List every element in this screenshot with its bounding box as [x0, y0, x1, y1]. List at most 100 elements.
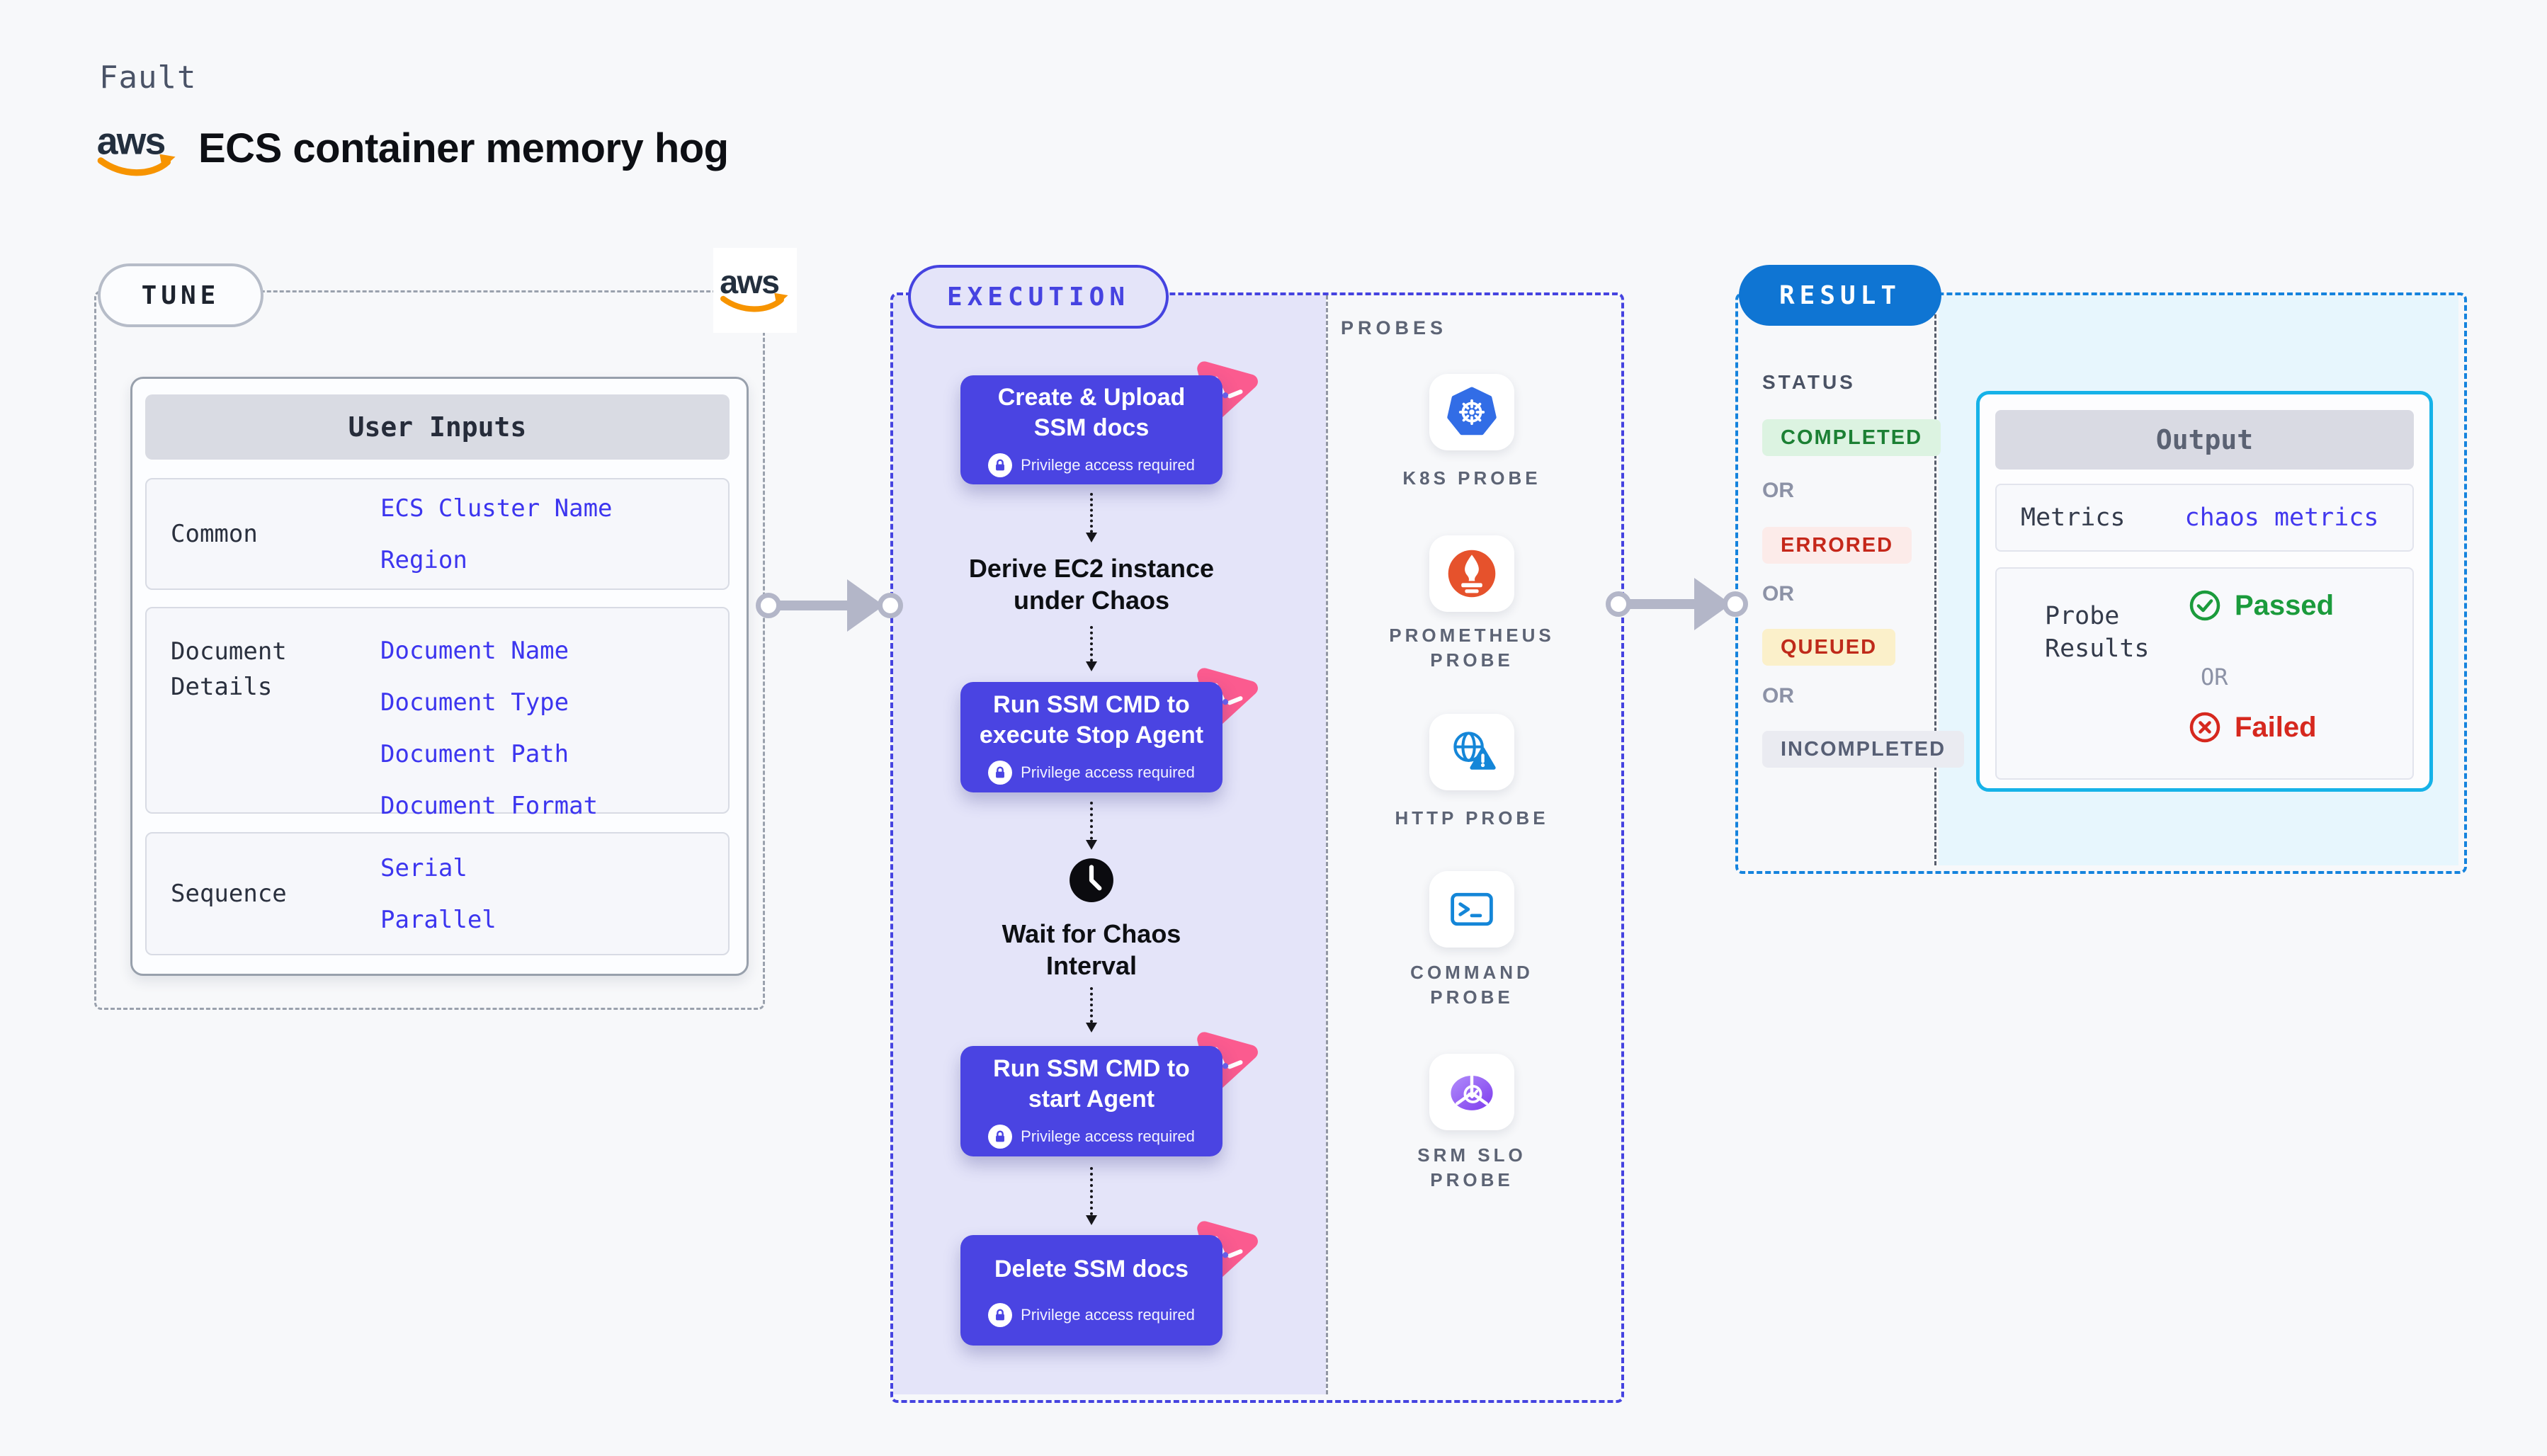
probe-label-srm-slo: SRM SLO PROBE	[1417, 1144, 1526, 1190]
probes-divider	[1326, 295, 1328, 1394]
dotted-arrow-icon	[1086, 1167, 1097, 1225]
terminal-icon	[1451, 892, 1493, 926]
status-label: STATUS	[1762, 371, 1856, 393]
lock-icon	[988, 1125, 1013, 1149]
tune-region-border	[94, 290, 765, 1010]
passed-result: Passed	[2188, 588, 2334, 622]
step-title: Run SSM CMD to execute Stop Agent	[979, 691, 1204, 749]
lock-icon	[988, 453, 1013, 477]
failed-result: Failed	[2188, 710, 2317, 744]
step-title: Run SSM CMD to start Agent	[993, 1055, 1190, 1113]
x-circle-icon	[2189, 712, 2220, 743]
status-badge-completed: COMPLETED	[1762, 419, 1941, 456]
connector-node-icon	[1723, 591, 1748, 617]
aws-logo-icon: aws	[97, 120, 176, 176]
failed-label: Failed	[2235, 711, 2317, 743]
tune-pill: TUNE	[98, 263, 263, 327]
user-inputs-row-sequence: Sequence Serial Parallel	[145, 832, 730, 955]
step-title: Create & Upload SSM docs	[997, 384, 1186, 441]
aws-logo-corner: aws	[713, 248, 797, 333]
execution-region-border	[890, 292, 1624, 1403]
or-separator: OR	[1762, 479, 1794, 502]
kubernetes-icon	[1447, 387, 1497, 436]
step-run-ssm-cmd-start-agent: Run SSM CMD to start Agent Privilege acc…	[960, 1032, 1258, 1156]
check-circle-icon	[2189, 590, 2220, 621]
status-badge-queued: QUEUED	[1762, 629, 1896, 666]
privilege-note: Privilege access required	[1021, 1305, 1195, 1324]
probe-label-k8s: K8S PROBE	[1402, 467, 1541, 489]
wait-chaos-interval-label: Wait for Chaos Interval	[1002, 919, 1181, 980]
step-create-upload-ssm-docs: Create & Upload SSM docs Privilege acces…	[960, 361, 1258, 484]
srm-slo-gauge-icon	[1451, 1074, 1493, 1110]
aws-logo: aws	[94, 119, 181, 183]
result-divider	[1934, 295, 1936, 865]
privilege-note: Privilege access required	[1021, 456, 1195, 474]
input-value: ECS Cluster Name	[380, 494, 613, 523]
output-metrics-row: Metrics chaos metrics	[1995, 484, 2414, 552]
clock-icon	[1070, 858, 1113, 902]
row-label: Common	[171, 520, 258, 548]
probe-card-prometheus	[1429, 535, 1514, 612]
metrics-label: Metrics	[2021, 504, 2126, 532]
probe-card-http	[1429, 714, 1514, 790]
probes-label: PROBES	[1341, 317, 1448, 339]
svg-text:aws: aws	[720, 263, 778, 300]
step-title: Delete SSM docs	[994, 1255, 1189, 1282]
user-inputs-row-document-details: Document Details Document Name Document …	[145, 607, 730, 820]
connector-node-icon	[878, 593, 903, 618]
probe-label-http: HTTP PROBE	[1395, 807, 1549, 829]
result-region-border	[1735, 292, 2467, 874]
dotted-arrow-icon	[1086, 802, 1097, 850]
input-value: Document Name	[380, 637, 569, 665]
globe-warning-icon	[1453, 732, 1496, 770]
connector-node-icon	[756, 593, 781, 618]
page-title: ECS container memory hog	[198, 125, 729, 171]
prometheus-icon	[1448, 550, 1496, 598]
input-value: Document Format	[380, 792, 599, 820]
dotted-arrow-icon	[1086, 626, 1097, 671]
row-label: Document Details	[171, 637, 287, 701]
dotted-arrow-icon	[1086, 987, 1097, 1033]
dotted-arrow-icon	[1086, 493, 1097, 542]
user-inputs-card: User Inputs Common ECS Cluster Name Regi…	[130, 377, 749, 976]
user-inputs-header: User Inputs	[145, 394, 730, 460]
aws-logo-icon: aws	[720, 263, 788, 312]
probe-label-command: COMMAND PROBE	[1410, 962, 1533, 1008]
user-inputs-row-common: Common ECS Cluster Name Region	[145, 478, 730, 590]
or-separator: OR	[1762, 684, 1794, 707]
or-separator: OR	[1762, 582, 1794, 605]
lock-icon	[988, 761, 1013, 785]
probe-card-srm-slo	[1429, 1054, 1514, 1130]
privilege-note: Privilege access required	[1021, 763, 1195, 781]
metrics-value: chaos metrics	[2184, 504, 2379, 532]
input-value: Document Type	[380, 688, 569, 717]
connector-node-icon	[1606, 591, 1631, 617]
probe-card-k8s	[1429, 374, 1514, 450]
probe-label-prometheus: PROMETHEUS PROBE	[1389, 625, 1555, 671]
output-box: Output Metrics chaos metrics Probe Resul…	[1976, 391, 2433, 792]
passed-label: Passed	[2235, 589, 2335, 621]
output-header: Output	[1995, 410, 2414, 470]
privilege-note: Privilege access required	[1021, 1127, 1195, 1145]
result-pill: RESULT	[1739, 265, 1941, 326]
input-value: Document Path	[380, 740, 569, 768]
flow-arrow	[1622, 599, 1697, 609]
probe-results-label: Probe Results	[2045, 602, 2150, 663]
execution-pill: EXECUTION	[908, 265, 1169, 329]
flow-arrow	[772, 601, 850, 610]
row-label: Sequence	[171, 880, 287, 908]
status-badge-incompleted: INCOMPLETED	[1762, 731, 1965, 768]
input-value: Region	[380, 545, 467, 574]
or-separator: OR	[2201, 664, 2228, 690]
derive-ec2-label: Derive EC2 instance under Chaos	[968, 554, 1215, 615]
output-probe-results-row: Probe Results Passed OR Failed	[1995, 567, 2414, 780]
step-run-ssm-cmd-stop-agent: Run SSM CMD to execute Stop Agent Privil…	[960, 668, 1258, 792]
input-value: Parallel	[380, 905, 497, 934]
input-value: Serial	[380, 853, 467, 882]
step-delete-ssm-docs: Delete SSM docs Privilege access require…	[960, 1221, 1258, 1346]
svg-text:aws: aws	[97, 120, 165, 163]
lock-icon	[988, 1302, 1013, 1327]
fault-kicker: Fault	[99, 59, 197, 96]
status-badge-errored: ERRORED	[1762, 527, 1912, 564]
